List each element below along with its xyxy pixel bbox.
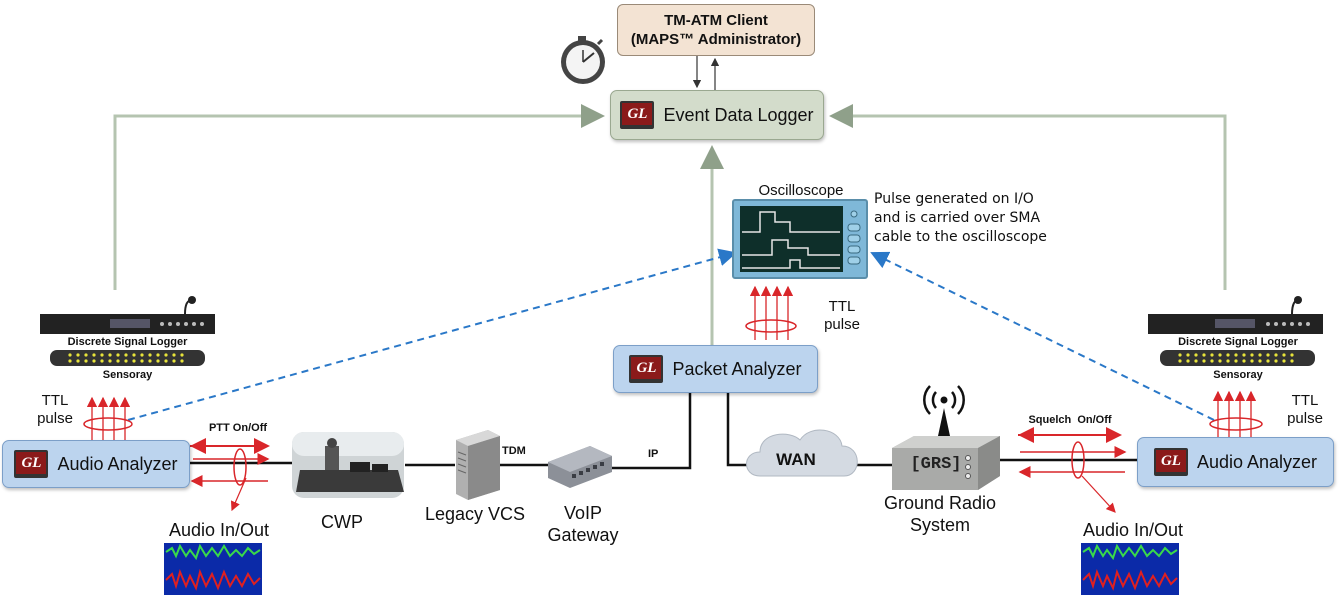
packet-analyzer-label: Packet Analyzer — [672, 358, 802, 379]
tm-atm-client-node: TM-ATM Client (MAPS™ Administrator) — [617, 4, 815, 56]
ip-label: IP — [648, 448, 659, 460]
ground-radio-line2: System — [909, 515, 970, 535]
audio-waveform-left-icon — [164, 543, 262, 595]
ptt-label: PTT On/Off — [208, 422, 268, 434]
cwp-tower-icon — [292, 432, 404, 498]
ttl-pulse-left-label: TTL pulse — [35, 392, 75, 428]
ttl-coil-center — [745, 285, 797, 340]
pulse-annotation-line2: and is carried over SMA — [874, 210, 1041, 226]
ground-radio-box-icon — [892, 436, 1000, 490]
discrete-signal-logger-left-device — [40, 296, 215, 366]
laptop-icon: GL — [14, 450, 49, 478]
ttl-coil-left — [83, 396, 133, 440]
oscilloscope-icon — [732, 199, 868, 279]
connector-right-logger — [829, 104, 1227, 290]
ttl-right-line2: pulse — [1287, 410, 1323, 427]
dashed-pulse-left — [127, 248, 737, 421]
wan-label: WAN — [776, 450, 816, 469]
audio-analyzer-left-node: GL Audio Analyzer — [2, 440, 190, 488]
laptop-icon: GL — [1153, 448, 1188, 476]
voip-gateway-line1: VoIP — [563, 503, 603, 523]
audio-waveform-right-icon — [1081, 543, 1179, 595]
pulse-annotation-line1: Pulse generated on I/O — [874, 191, 1034, 207]
ttl-right-line1: TTL — [1291, 392, 1319, 409]
sensoray-right-label: Sensoray — [1213, 369, 1263, 381]
cloud-icon — [746, 429, 858, 477]
pulse-annotation-line3: cable to the oscilloscope — [874, 229, 1047, 245]
antenna-icon — [923, 385, 965, 436]
voip-gateway-label: VoIP Gateway — [538, 502, 628, 546]
discrete-signal-logger-left-label: Discrete Signal Logger — [67, 336, 188, 348]
oscilloscope-label: Oscilloscope — [758, 182, 844, 199]
pulse-annotation: Pulse generated on I/O and is carried ov… — [874, 190, 1094, 247]
ttl-center-line1: TTL — [828, 298, 856, 315]
ttl-left-line2: pulse — [37, 410, 73, 427]
voip-gateway-icon — [548, 446, 612, 488]
stopwatch-icon — [561, 36, 605, 84]
ground-radio-system-label: Ground Radio System — [870, 492, 1010, 536]
tm-atm-client-subtitle: (MAPS™ Administrator) — [630, 31, 802, 48]
ttl-coil-right — [1209, 390, 1263, 437]
laptop-icon: GL — [629, 355, 664, 383]
tdm-label: TDM — [502, 445, 526, 457]
ground-radio-line1: Ground Radio — [883, 493, 997, 513]
connector-left-logger — [113, 104, 605, 290]
legacy-vcs-server-icon — [456, 430, 500, 500]
audio-analyzer-left-label: Audio Analyzer — [57, 453, 178, 474]
grs-badge: [GRS] — [910, 455, 962, 474]
audio-in-out-left-label: Audio In/Out — [168, 520, 270, 540]
right-audio-links — [1000, 427, 1137, 513]
audio-analyzer-right-node: GL Audio Analyzer — [1137, 437, 1334, 487]
packet-analyzer-node: GL Packet Analyzer — [613, 345, 818, 393]
audio-analyzer-right-label: Audio Analyzer — [1196, 451, 1318, 472]
sensoray-left-label: Sensoray — [102, 369, 153, 381]
ttl-pulse-right-label: TTL pulse — [1280, 392, 1330, 428]
ttl-left-line1: TTL — [41, 392, 69, 409]
discrete-signal-logger-right-device — [1148, 296, 1323, 366]
laptop-icon: GL — [620, 101, 655, 129]
dashed-pulse-right — [870, 251, 1215, 421]
tm-atm-client-title: TM-ATM Client — [664, 12, 768, 29]
audio-in-out-right-label: Audio In/Out — [1082, 520, 1184, 540]
ttl-pulse-center-label: TTL pulse — [812, 298, 872, 334]
event-data-logger-label: Event Data Logger — [663, 104, 814, 125]
voip-gateway-line2: Gateway — [547, 525, 619, 545]
discrete-signal-logger-right-label: Discrete Signal Logger — [1178, 336, 1298, 348]
left-audio-links — [190, 438, 292, 512]
ttl-center-line2: pulse — [824, 316, 860, 333]
legacy-vcs-label: Legacy VCS — [424, 504, 526, 524]
cwp-label: CWP — [321, 512, 363, 532]
event-data-logger-node: GL Event Data Logger — [610, 90, 824, 140]
squelch-label: Squelch On/Off — [1028, 414, 1112, 426]
